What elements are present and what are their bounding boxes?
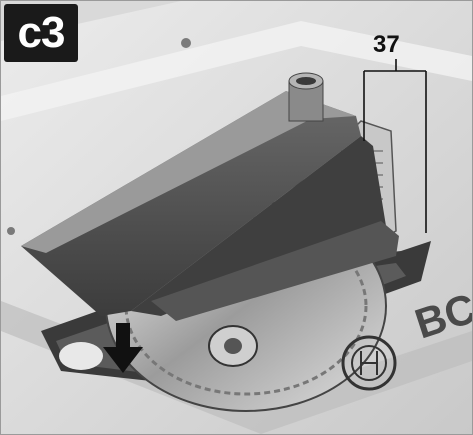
callout-label: 37 [373, 31, 400, 58]
callout-bracket [363, 59, 427, 233]
blade-guard [21, 72, 399, 321]
down-arrow-icon [103, 323, 143, 373]
step-badge: c3 [4, 4, 78, 62]
